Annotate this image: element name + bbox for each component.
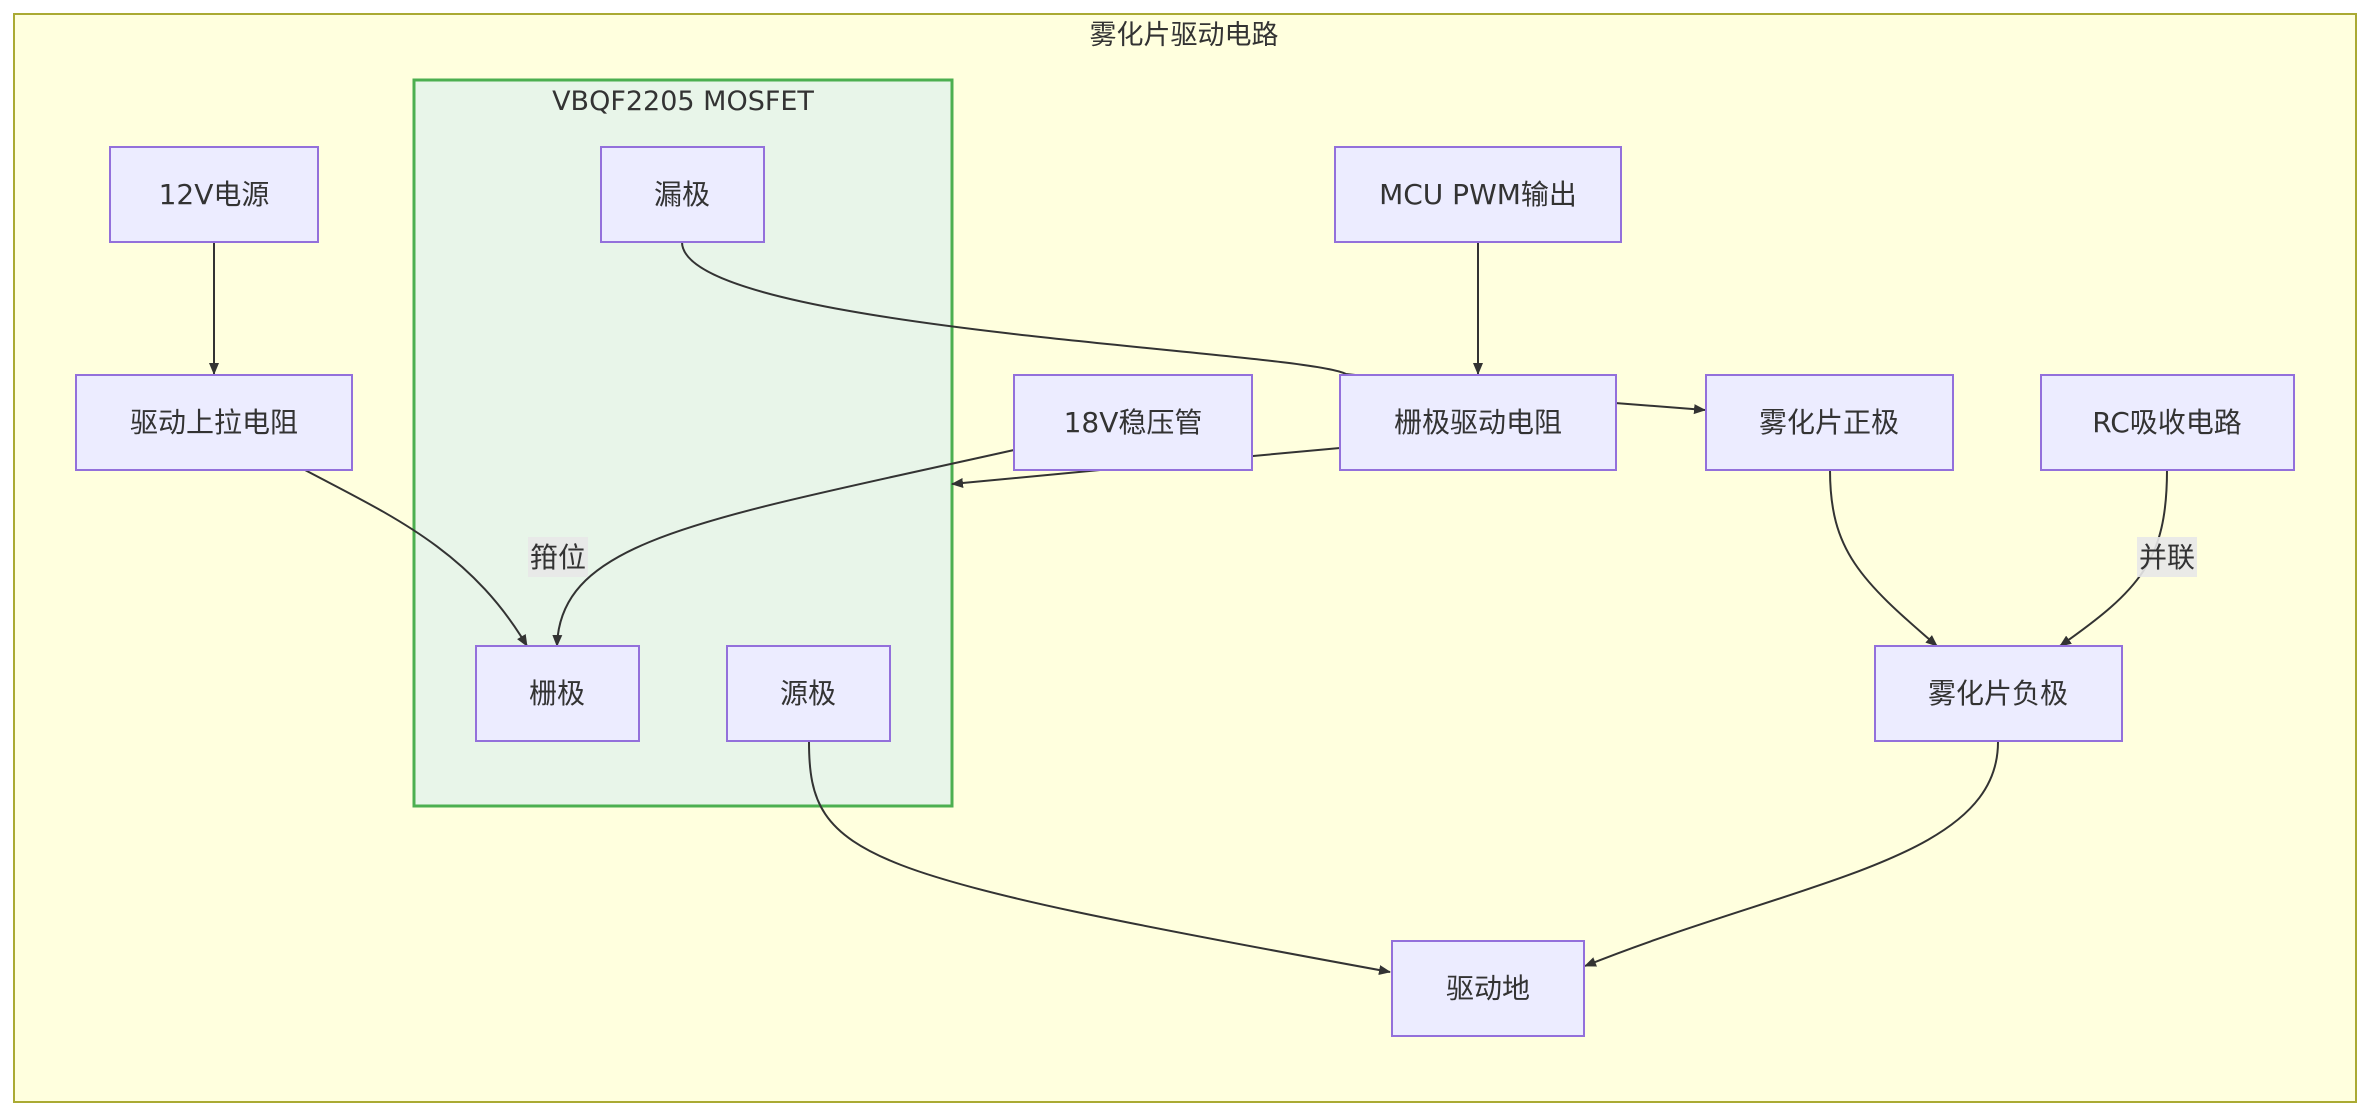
edge-drain-to-piezo-positive [681, 241, 1706, 415]
edge-piezo-positive-to-negative [1829, 469, 1938, 647]
edge-label-clamp: 箝位 [530, 541, 586, 574]
node-drain[interactable]: 漏极 [600, 146, 765, 243]
edges [209, 241, 2168, 975]
svg-text:MCU PWM输出: MCU PWM输出 [1379, 178, 1577, 211]
node-piezo-negative[interactable]: 雾化片负极 [1874, 645, 2123, 742]
mosfet-subgraph-title: VBQF2205 MOSFET [552, 86, 814, 117]
svg-text:雾化片负极: 雾化片负极 [1928, 677, 2068, 710]
svg-text:18V稳压管: 18V稳压管 [1064, 406, 1203, 439]
nodes: 12V电源 驱动上拉电阻 漏极 栅极 源极 MCU PWM输出 18V稳压管 [75, 146, 2295, 1037]
svg-text:12V电源: 12V电源 [159, 178, 270, 211]
node-gate-resistor[interactable]: 栅极驱动电阻 [1339, 374, 1617, 471]
edge-label-parallel: 并联 [2139, 541, 2195, 574]
node-pullup-resistor[interactable]: 驱动上拉电阻 [75, 374, 353, 471]
svg-text:漏极: 漏极 [654, 178, 710, 211]
svg-text:雾化片正极: 雾化片正极 [1759, 406, 1899, 439]
node-rc-snubber[interactable]: RC吸收电路 [2040, 374, 2295, 471]
svg-text:驱动上拉电阻: 驱动上拉电阻 [130, 406, 298, 439]
node-piezo-positive[interactable]: 雾化片正极 [1705, 374, 1954, 471]
diagram-title: 雾化片驱动电路 [1090, 20, 1279, 51]
node-12v-power[interactable]: 12V电源 [109, 146, 319, 243]
svg-text:源极: 源极 [780, 677, 836, 710]
outer-cluster: 雾化片驱动电路 [13, 13, 2357, 1103]
svg-text:驱动地: 驱动地 [1446, 972, 1530, 1005]
edge-source-to-ground [808, 741, 1391, 975]
node-source[interactable]: 源极 [726, 645, 891, 742]
svg-text:栅极驱动电阻: 栅极驱动电阻 [1394, 406, 1562, 439]
node-drive-ground[interactable]: 驱动地 [1391, 940, 1585, 1037]
edge-piezo-negative-to-ground [1584, 741, 1999, 967]
node-mcu-pwm[interactable]: MCU PWM输出 [1334, 146, 1622, 243]
edge-label-clamp-group: 箝位 [528, 537, 588, 577]
node-gate[interactable]: 栅极 [475, 645, 640, 742]
edge-pullup-to-gate [304, 469, 528, 647]
edge-label-parallel-group: 并联 [2137, 537, 2197, 577]
edge-labels: 箝位 并联 [528, 537, 2197, 577]
svg-text:RC吸收电路: RC吸收电路 [2092, 406, 2242, 439]
svg-text:栅极: 栅极 [529, 677, 585, 710]
outer-cluster-box [13, 13, 2357, 1103]
edge-zener-to-gate [552, 449, 1015, 647]
node-zener-18v[interactable]: 18V稳压管 [1013, 374, 1253, 471]
